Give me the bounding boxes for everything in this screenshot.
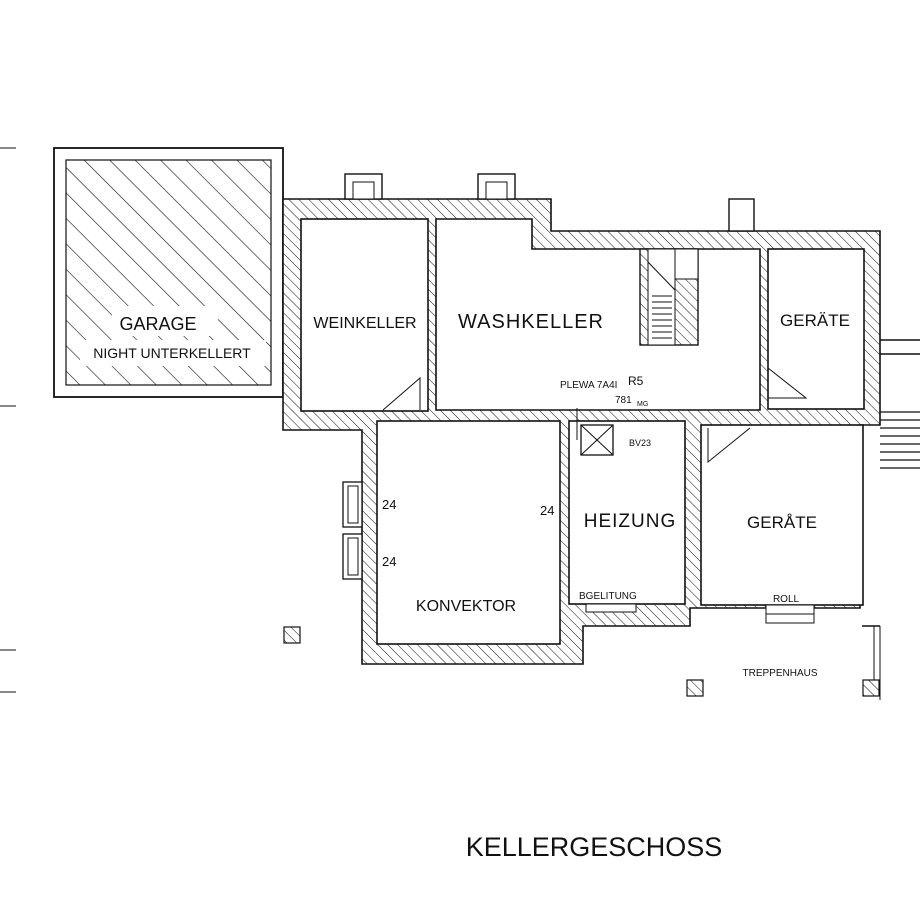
room-geraete-top	[767, 248, 865, 410]
label-geraete-top: GERÄTE	[780, 311, 850, 330]
note-treppenhaus: TREPPENHAUS	[742, 668, 817, 679]
dimension-24-right: 24	[540, 503, 554, 518]
garage	[53, 147, 284, 398]
dimension-24-left-top: 24	[382, 497, 396, 512]
note-781: 781	[615, 395, 632, 406]
label-heizung: HEIZUNG	[584, 511, 677, 532]
bottom-openings	[585, 603, 815, 624]
margin-ticks	[0, 147, 16, 693]
note-bgelitung: BGELITUNG	[579, 591, 637, 602]
label-washkeller: WASHKELLER	[458, 311, 604, 333]
note-roll: ROLL	[773, 594, 800, 605]
room-geraete-bottom	[700, 424, 864, 606]
label-garage-note: NIGHT UNTERKELLERT	[93, 345, 251, 361]
exterior-entry	[862, 339, 920, 700]
light-shafts	[344, 173, 755, 232]
cellar-stairs	[639, 248, 699, 346]
dimension-24-left-bottom: 24	[382, 554, 396, 569]
note-mg: MG	[637, 401, 648, 408]
room-konvektor	[376, 420, 561, 645]
plan-title: KELLERGESCHOSS	[466, 832, 723, 862]
label-konvektor: KONVEKTOR	[416, 598, 516, 615]
note-plewa: PLEWA 7A4I	[560, 380, 617, 391]
label-garage: GARAGE	[119, 314, 196, 334]
room-weinkeller	[300, 218, 429, 412]
column-markers	[283, 626, 880, 697]
boiler-symbol	[580, 424, 614, 456]
note-bv23: BV23	[629, 438, 651, 448]
note-r5: R5	[628, 374, 644, 388]
door-swings	[382, 367, 808, 464]
label-weinkeller: WEINKELLER	[313, 315, 416, 332]
konvektor-windows	[342, 481, 363, 580]
label-geraete-bottom: GERÅTE	[747, 513, 817, 532]
